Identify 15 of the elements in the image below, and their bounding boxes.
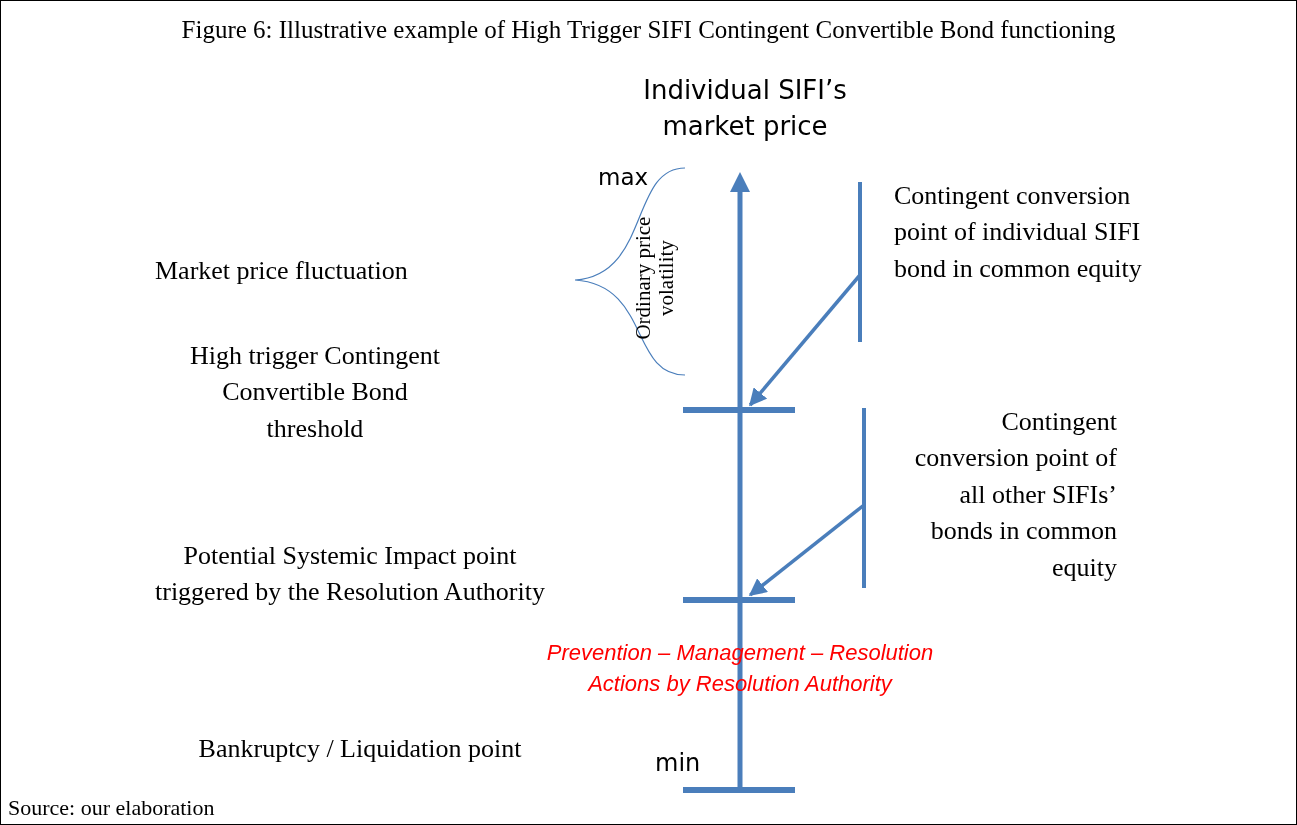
bankruptcy-label: Bankruptcy / Liquidation point: [197, 733, 523, 765]
axis-min-label: min: [655, 748, 701, 779]
systemic-impact-label: Potential Systemic Impact point triggered by the Resolution Authority: [154, 540, 546, 609]
figure-title: Figure 6: Illustrative example of High Trigger SIFI Contingent Convertible Bond functioning: [180, 15, 1117, 45]
source-caption: Source: our elaboration: [8, 794, 215, 822]
threshold-label: High trigger Contingent Convertible Bond threshold: [189, 340, 441, 445]
conversion-point-label: Contingent conversion point of all other SIFIs’ bonds in common equity: [913, 406, 1117, 584]
axis-max-label: max: [598, 163, 649, 192]
tick-mark: [683, 407, 795, 413]
axis-title: Individual SIFI’s market price: [642, 74, 848, 144]
conversion-point-label: Contingent conversion point of individual SIFI bond in common equity: [894, 180, 1143, 285]
tick-mark: [683, 597, 795, 603]
fluctuation-label: Market price fluctuation: [155, 255, 408, 287]
bracket-line: [862, 408, 1117, 588]
brace-label: Ordinary price volatility: [631, 215, 679, 342]
